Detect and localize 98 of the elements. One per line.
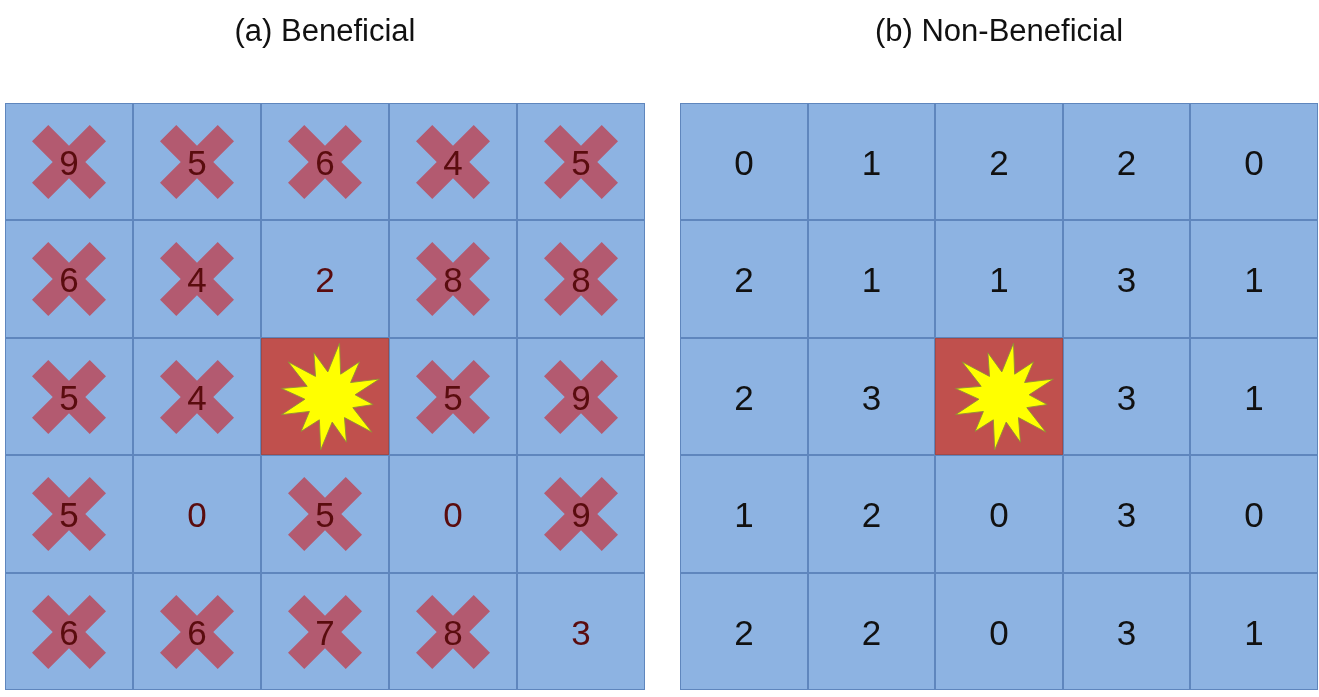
cell-number: 3	[571, 614, 591, 649]
grid-cell	[1063, 573, 1190, 690]
grid-cell	[935, 103, 1063, 220]
grid-cell	[517, 573, 645, 690]
grid-cell	[808, 573, 935, 690]
cell-number: 8	[443, 614, 463, 649]
grid-cell	[808, 103, 935, 220]
cell-number: 2	[315, 261, 335, 297]
grid-cell	[5, 338, 133, 455]
grid-cell	[1063, 455, 1190, 573]
grid-cell	[389, 103, 517, 220]
cell-number: 9	[571, 379, 591, 414]
cell-number: 3	[1116, 614, 1137, 649]
cell-number: 0	[989, 614, 1009, 649]
cell-number: 2	[1116, 144, 1137, 179]
grid-cell	[517, 220, 645, 338]
grid-cell	[935, 220, 1063, 338]
cell-number: 9	[571, 496, 591, 532]
cell-number: 3	[861, 379, 882, 414]
grid-cell	[5, 455, 133, 573]
cell-number: 1	[1244, 261, 1264, 297]
grid-cell	[1190, 338, 1318, 455]
cell-number: 7	[315, 614, 335, 649]
cell-number: 2	[989, 144, 1009, 179]
grid-cell	[1190, 455, 1318, 573]
grid-cell	[261, 573, 389, 690]
grid-cell	[1063, 338, 1190, 455]
grid-cell	[517, 455, 645, 573]
cell-number: 4	[443, 144, 463, 179]
cell-number: 5	[315, 496, 335, 532]
grid-cell	[808, 338, 935, 455]
cell-number: 3	[1116, 379, 1137, 414]
grid-cell	[517, 103, 645, 220]
grid-cell	[1190, 220, 1318, 338]
cell-number: 1	[734, 496, 754, 532]
panel-title: (a) Beneficial	[234, 15, 416, 46]
cell-number: 6	[59, 614, 79, 649]
cell-number: 5	[571, 144, 591, 179]
grid-cell	[808, 455, 935, 573]
cell-number: 1	[861, 261, 882, 297]
cell-number: 3	[1116, 261, 1137, 297]
grid-cell	[389, 573, 517, 690]
grid-cell	[133, 220, 261, 338]
cell-number: 2	[734, 614, 754, 649]
cell-number: 0	[187, 496, 207, 532]
cell-number: 5	[443, 379, 463, 414]
cell-number: 1	[1244, 379, 1264, 414]
cell-number: 4	[187, 261, 207, 297]
grid-cell	[935, 573, 1063, 690]
cell-number: 2	[734, 261, 754, 297]
cell-number: 2	[734, 379, 754, 414]
cell-number: 2	[861, 614, 882, 649]
grid-cell	[389, 338, 517, 455]
grid-cell	[133, 455, 261, 573]
grid-cell	[261, 455, 389, 573]
grid-cell	[1063, 220, 1190, 338]
cell-number: 4	[187, 379, 207, 414]
grid-cell	[389, 220, 517, 338]
grid-cell	[1190, 573, 1318, 690]
grid-cell	[680, 338, 808, 455]
panel-title: (b) Non-Beneficial	[874, 15, 1124, 46]
cell-number: 6	[315, 144, 335, 179]
grid-cell	[935, 455, 1063, 573]
cell-number: 0	[989, 496, 1009, 532]
grid-cell	[1190, 103, 1318, 220]
cell-number: 0	[1244, 496, 1264, 532]
grid-cell	[808, 220, 935, 338]
cell-number: 3	[1116, 496, 1137, 532]
cell-number: 0	[443, 496, 463, 532]
grid-cell	[680, 103, 808, 220]
cell-number: 5	[59, 379, 79, 414]
cell-number: 1	[989, 261, 1009, 297]
cell-number: 2	[861, 496, 882, 532]
grid-cell	[680, 455, 808, 573]
grid-cell	[1063, 103, 1190, 220]
cell-number: 1	[861, 144, 882, 179]
grid-cell	[133, 573, 261, 690]
grid-cell	[680, 573, 808, 690]
grid-cell	[389, 455, 517, 573]
grid-cell	[133, 103, 261, 220]
grid-cell	[261, 103, 389, 220]
grid-cell	[261, 220, 389, 338]
cell-number: 9	[59, 144, 79, 179]
cell-number: 5	[59, 496, 79, 532]
grid-cell	[5, 573, 133, 690]
cell-number: 5	[187, 144, 207, 179]
cell-number: 0	[1244, 144, 1264, 179]
grid-cell	[5, 103, 133, 220]
cell-number: 8	[571, 261, 591, 297]
grid-cell	[5, 220, 133, 338]
grid-cell	[133, 338, 261, 455]
cell-number: 6	[187, 614, 207, 649]
cell-number: 8	[443, 261, 463, 297]
cell-number: 6	[59, 261, 79, 297]
grid-cell	[680, 220, 808, 338]
grid-cell	[517, 338, 645, 455]
cell-number: 1	[1244, 614, 1264, 649]
cell-number: 0	[734, 144, 754, 179]
